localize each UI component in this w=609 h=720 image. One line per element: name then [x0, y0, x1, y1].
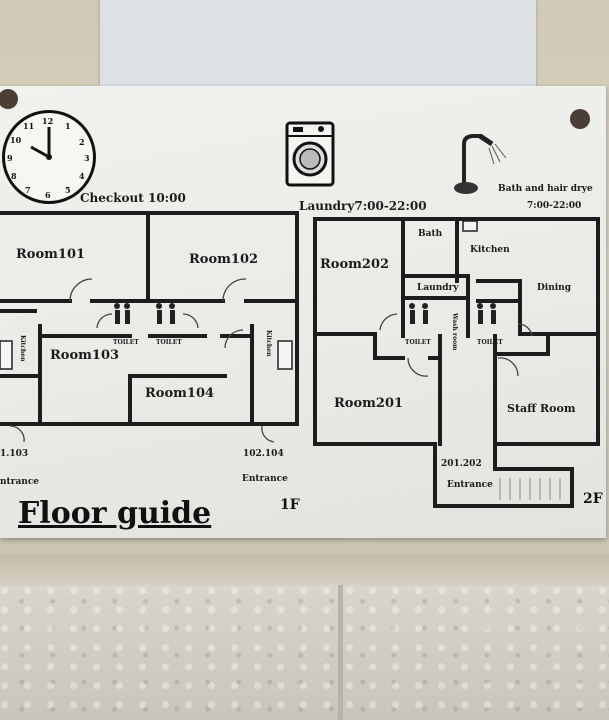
floor-2-marker: 2F	[583, 491, 603, 507]
toilet-label: TOILET	[477, 339, 503, 346]
tile-seam	[338, 585, 343, 720]
room-201-label: Room201	[334, 396, 404, 411]
clock-number: 11	[23, 121, 35, 131]
pin-icon	[0, 89, 18, 109]
wash-room-label: Wash room	[451, 313, 458, 351]
room-101-label: Room101	[16, 247, 86, 262]
laundry-hours: Laundry7:00-22:00	[299, 199, 427, 213]
entrance-103-rooms: 1.103	[0, 449, 29, 459]
floor-plan-drawing	[0, 211, 600, 508]
room-104-label: Room104	[145, 386, 215, 401]
clock-number: 6	[45, 190, 51, 200]
floor-1-marker: 1F	[280, 497, 300, 513]
room-102-label: Room102	[189, 252, 259, 267]
room-103-label: Room103	[50, 348, 120, 363]
toilet-label: TOILET	[405, 339, 431, 346]
clock-number: 2	[79, 137, 85, 147]
toilet-label: TOILET	[113, 339, 139, 346]
clock-number: 1	[65, 121, 71, 131]
clock-number: 9	[7, 153, 13, 163]
shower-icon	[452, 132, 512, 198]
entrance-104-rooms: 102.104	[243, 449, 284, 459]
washing-machine-icon	[285, 121, 335, 187]
room-202-label: Room202	[320, 257, 390, 272]
wall-tiles	[0, 585, 609, 720]
kitchen-label: Kitchen	[470, 245, 510, 255]
upper-notice-paper	[100, 0, 536, 86]
entrance-201-rooms: 201.202	[441, 459, 482, 469]
entrance-104-label: Entrance	[242, 474, 288, 484]
checkout-time: Checkout 10:00	[80, 191, 186, 205]
entrance-103-label: ntrance	[0, 477, 40, 487]
bath-hours: 7:00-22:00	[527, 201, 582, 211]
clock-number: 7	[25, 185, 31, 195]
laundry-label: Laundry	[417, 283, 459, 293]
clock-number: 8	[11, 171, 17, 181]
staff-room-label: Staff Room	[507, 402, 576, 415]
bath-hours-title: Bath and hair drye	[498, 184, 593, 194]
clock-number: 3	[84, 153, 90, 163]
kitchen-left-label: Kitchen	[19, 335, 26, 362]
dining-label: Dining	[537, 283, 572, 293]
clock-number: 12	[42, 116, 54, 126]
bath-label: Bath	[418, 229, 443, 239]
page-title: Floor guide	[18, 496, 212, 531]
stairs-icon	[499, 478, 561, 500]
kitchen-right-label: Kitchen	[265, 330, 272, 357]
clock-number: 4	[79, 171, 85, 181]
clock-icon: 12 1 2 3 4 5 6 7 8 9 10 11	[2, 110, 96, 204]
toilet-label: TOILET	[156, 339, 182, 346]
clock-hands	[30, 127, 52, 160]
clock-number: 5	[65, 185, 71, 195]
pin-icon	[570, 109, 590, 129]
entrance-201-label: Entrance	[447, 480, 493, 490]
wall-trim	[0, 555, 609, 590]
clock-number: 10	[10, 135, 22, 145]
